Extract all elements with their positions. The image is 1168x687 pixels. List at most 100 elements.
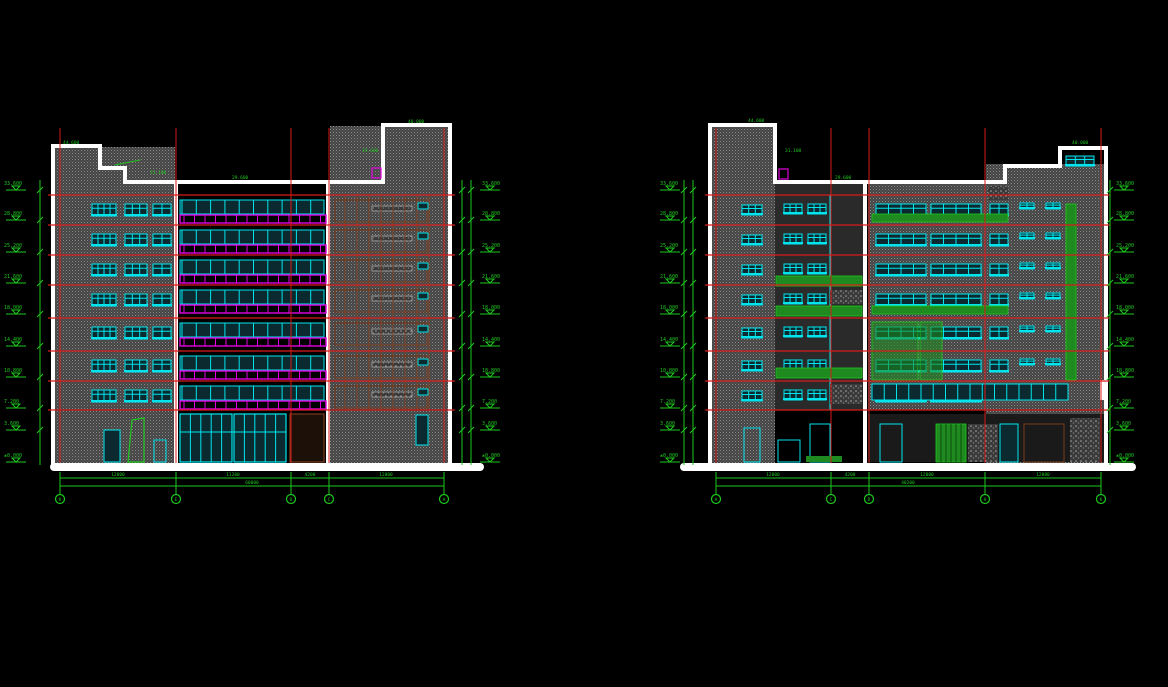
curtain-wall-band (179, 322, 325, 338)
window-sill (875, 244, 927, 246)
level-label: 21.600 (660, 274, 678, 280)
dimension-tick (467, 342, 475, 350)
balcony-railing (179, 244, 327, 254)
right-elevation: 44.60031.10029.60040.00033.60028.80025.2… (660, 118, 1136, 505)
window (741, 264, 763, 276)
window-sill (91, 400, 117, 402)
window-sill (807, 242, 827, 244)
balcony-railing (179, 337, 327, 347)
curtain-wall-band (179, 355, 325, 371)
level-label: 10.800 (660, 368, 678, 374)
balcony-railing (179, 370, 327, 380)
level-label: 18.000 (4, 305, 22, 311)
window-sill (152, 304, 172, 306)
window (807, 389, 827, 401)
window (807, 203, 827, 215)
window-sill (1045, 267, 1061, 269)
dimension-tick (467, 373, 475, 381)
elevation-triangle-icon (10, 215, 22, 221)
window (124, 263, 148, 277)
ground-door (999, 423, 1019, 463)
axis-label: H (984, 497, 987, 503)
entrance-canopy (127, 417, 145, 463)
axis-label: K (59, 497, 62, 503)
dimension-tick (680, 279, 688, 287)
level-markers: 33.60028.80025.20021.60018.00014.40010.8… (1114, 181, 1134, 463)
dimension-label: 12000 (920, 472, 934, 478)
window-sill (91, 214, 117, 216)
level-label: 10.800 (482, 368, 500, 374)
elevation-triangle-icon (484, 341, 496, 347)
storefront-left (179, 413, 233, 463)
dimension-tick (680, 186, 688, 194)
dimension-tick (467, 279, 475, 287)
window-sill (152, 214, 172, 216)
window-sill (1045, 363, 1061, 365)
dimension-tick (680, 342, 688, 350)
dimension-tick (1106, 404, 1114, 412)
dimension-tick (680, 373, 688, 381)
ground-window-right (415, 414, 429, 446)
dimension-tick (458, 310, 466, 318)
window (152, 389, 172, 403)
louver (371, 361, 413, 368)
level-label: 25.200 (4, 243, 22, 249)
dimension-tick (36, 426, 44, 434)
axis-label: E (175, 497, 178, 503)
dimension-tick (467, 310, 475, 318)
window-sill (989, 244, 1009, 246)
window (741, 360, 763, 372)
window-sill (807, 398, 827, 400)
dimension-tick (680, 248, 688, 256)
dimension-tick (680, 426, 688, 434)
green-balcony (871, 213, 1009, 223)
elevation-triangle-icon (1118, 247, 1130, 253)
dimension-tick (689, 404, 697, 412)
window-sill (930, 400, 982, 402)
dimension-tick (458, 404, 466, 412)
dimension-label: 12000 (111, 472, 125, 478)
window-sill (783, 272, 803, 274)
level-label: 33.600 (660, 181, 678, 187)
window (1045, 202, 1061, 210)
level-label: 25.200 (660, 243, 678, 249)
level-label: 21.600 (482, 274, 500, 280)
window-sill (91, 304, 117, 306)
elevation-triangle-icon (484, 278, 496, 284)
level-label: 18.000 (1116, 305, 1134, 311)
window-sill (91, 337, 117, 339)
window-sill (91, 370, 117, 372)
axis-bubble-icon (863, 493, 875, 505)
level-label: 3.600 (482, 421, 497, 427)
axis-bubble-icon (825, 493, 837, 505)
small-window (417, 325, 429, 333)
window-sill (807, 272, 827, 274)
window-sill (930, 370, 982, 372)
axis-bubble-icon (979, 493, 991, 505)
top-level-label: 40.000 (408, 119, 425, 125)
louver (371, 235, 413, 242)
window (875, 233, 927, 247)
level-label: ±0.000 (1116, 453, 1134, 459)
window (989, 359, 1009, 373)
window (124, 203, 148, 217)
level-label: 28.800 (482, 211, 500, 217)
window (807, 293, 827, 305)
dimension-tick (1106, 373, 1114, 381)
green-balcony (775, 367, 863, 379)
elevation-triangle-icon (664, 341, 676, 347)
window (875, 293, 927, 307)
elevation-triangle-icon (1118, 341, 1130, 347)
window-sill (124, 214, 148, 216)
dimension-label-total: 60000 (245, 480, 259, 486)
roof-leader (114, 159, 141, 166)
elevation-triangle-icon (10, 403, 22, 409)
window (91, 359, 117, 373)
window-sill (875, 274, 927, 276)
ground-stone (968, 424, 998, 462)
elevation-triangle-icon (484, 215, 496, 221)
ground-slab (50, 463, 484, 471)
window (989, 263, 1009, 277)
window-sill (741, 243, 763, 245)
